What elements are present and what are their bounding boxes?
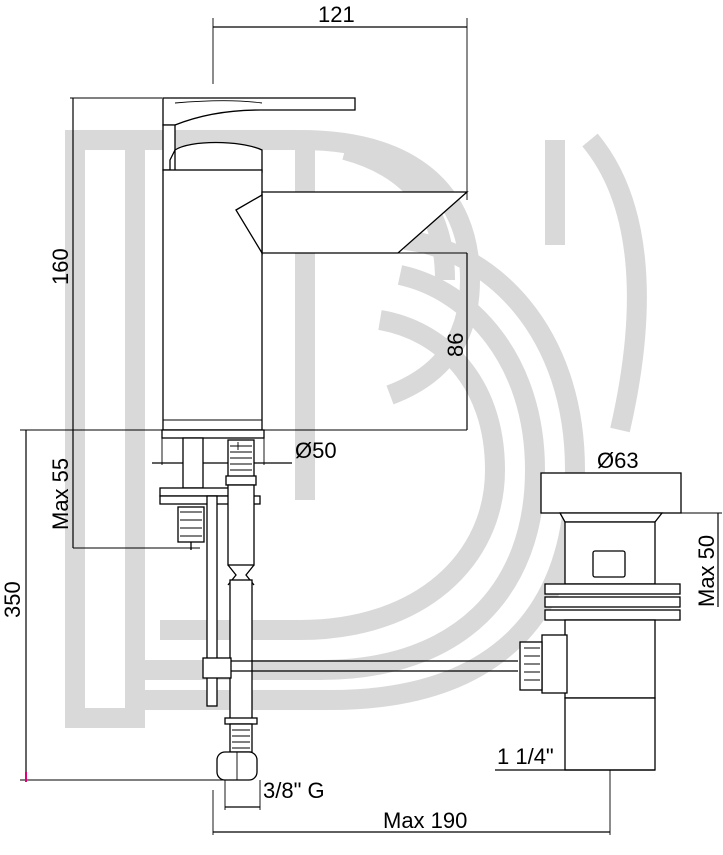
popup-rod: [231, 660, 518, 672]
dim-height: 160: [48, 97, 162, 430]
faucet-body: [162, 97, 469, 431]
dim-base-diameter-label: Ø50: [295, 438, 337, 463]
dim-waste-max-label: Max 50: [694, 535, 719, 607]
dim-max-reach: Max 190: [212, 770, 611, 835]
dim-max-reach-label: Max 190: [383, 808, 467, 833]
dim-max-deck: Max 55: [48, 430, 200, 549]
dim-spout-height: 86: [398, 252, 468, 430]
dim-waste-thread-label: 1 1/4": [497, 744, 554, 769]
dim-hose-thread-label: 3/8" G: [263, 778, 325, 803]
dim-max-deck-label: Max 55: [48, 458, 73, 530]
dim-height-label: 160: [48, 248, 73, 285]
dim-waste-max: Max 50: [681, 512, 722, 607]
dim-top-width-label: 121: [318, 2, 355, 27]
dim-total-height-label: 350: [0, 581, 25, 618]
dim-waste-diameter: Ø63: [597, 448, 639, 473]
dim-spout-height-label: 86: [443, 333, 468, 357]
supply-hoses: [202, 484, 258, 781]
waste-assembly: [519, 472, 682, 771]
dim-total-height: 350: [0, 430, 226, 782]
dim-top-width: 121: [212, 2, 468, 200]
dim-hose-thread: 3/8" G: [224, 778, 325, 810]
dim-waste-diameter-label: Ø63: [597, 448, 639, 473]
dim-base-diameter: Ø50: [152, 429, 337, 465]
